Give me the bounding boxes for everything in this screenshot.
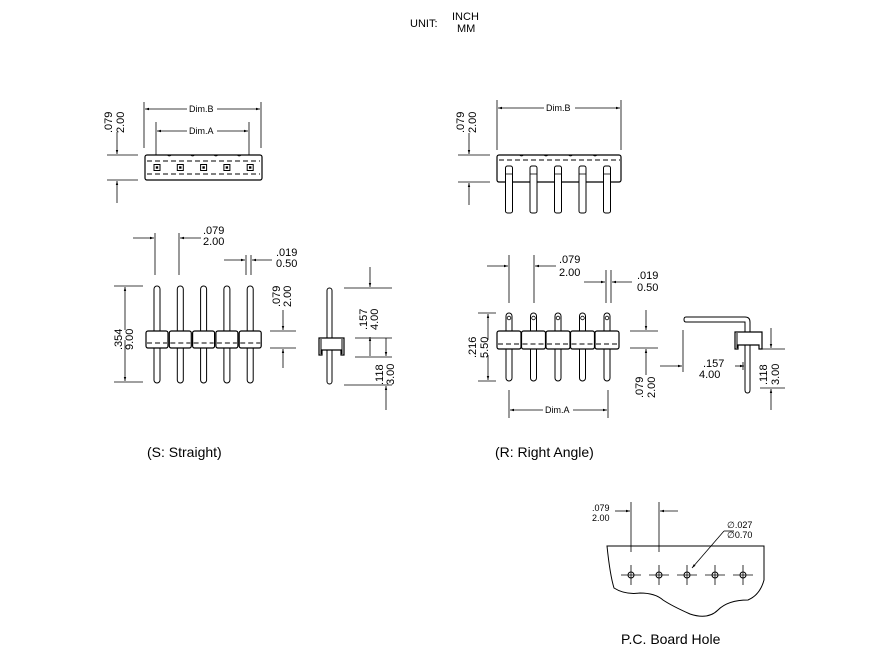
straight-top-view: Dim.B Dim.A .079 2.00 — [103, 102, 263, 203]
straight-body-height-in: .079 — [271, 286, 283, 307]
pcb-hole — [711, 571, 719, 579]
pin-square — [153, 164, 161, 171]
body-notch — [167, 154, 172, 157]
right-angle-top-height-mm: 2.00 — [467, 112, 479, 133]
right-angle-body-height-in: .079 — [634, 377, 646, 398]
right-angle-top-view: Dim.B .079 2.00 — [455, 100, 622, 214]
body-notch — [236, 154, 242, 157]
pcb-caption: P.C. Board Hole — [621, 631, 721, 647]
pin-square — [200, 164, 208, 171]
straight-top-height-mm: 2.00 — [115, 112, 127, 133]
pin-body — [520, 330, 547, 350]
straight-pin-width-mm: 0.50 — [276, 258, 297, 270]
right-angle-side-horizontal-in: .157 — [703, 358, 724, 370]
pin — [505, 165, 513, 214]
pin-tip — [506, 315, 512, 321]
pin-square — [176, 164, 184, 171]
straight-pitch-mm: 2.00 — [203, 236, 224, 248]
straight-pitch-in: .079 — [203, 225, 224, 237]
body-notch — [568, 154, 573, 157]
unit-legend: UNIT: INCH MM — [410, 11, 479, 35]
right-angle-front-view: .079 2.00 .019 0.50 .216 5.50 .079 2.00 … — [467, 254, 658, 418]
body-notch — [592, 154, 598, 157]
straight-length-in: .354 — [113, 329, 125, 350]
pin-square-center — [202, 166, 205, 169]
pcb-hole — [739, 571, 747, 579]
pcb-hole — [683, 571, 691, 579]
right-angle-body-height-mm: 2.00 — [646, 377, 658, 398]
pin-body — [215, 330, 239, 349]
pcb-pitch-mm: 2.00 — [592, 513, 610, 523]
right-angle-side-lower-mm: 3.00 — [770, 364, 782, 385]
pcb-pitch-in: .079 — [592, 503, 610, 513]
pin-square-center — [249, 166, 252, 169]
straight-dim-b-label: Dim.B — [189, 104, 214, 114]
pcb-hole-view: .079 2.00 ∅.027 ∅0.70 — [592, 502, 765, 617]
right-angle-pin-width-mm: 0.50 — [637, 282, 658, 294]
pcb-hole — [655, 571, 663, 579]
straight-side-lower-in: .118 — [374, 364, 386, 385]
body-notch — [213, 154, 219, 157]
body-notch — [190, 154, 195, 157]
straight-body-height-mm: 2.00 — [282, 286, 294, 307]
pin-square-center — [179, 166, 182, 169]
pin-body — [168, 330, 192, 349]
pin-body — [594, 330, 620, 350]
pin-tip — [555, 315, 561, 321]
right-angle-side-view: .157 4.00 .118 3.00 — [660, 316, 785, 410]
straight-pin-width-in: .019 — [276, 247, 297, 259]
pin-body — [192, 330, 216, 349]
straight-side-lower-mm: 3.00 — [385, 364, 397, 385]
right-angle-top-height-in: .079 — [455, 112, 467, 133]
unit-mm: MM — [457, 23, 475, 35]
right-angle-pitch-mm: 2.00 — [559, 267, 580, 279]
right-angle-side-lower-in: .118 — [758, 364, 770, 385]
pin-tip — [531, 315, 536, 321]
right-angle-dim-b-label: Dim.B — [546, 103, 571, 113]
straight-front-view: .079 2.00 .019 0.50 .354 9.00 .079 2.00 — [113, 225, 297, 384]
pcb-hole-in: ∅.027 — [727, 520, 752, 530]
pin-square-center — [225, 166, 229, 169]
pin-body — [238, 330, 262, 349]
straight-side-upper-mm: 4.00 — [369, 309, 381, 330]
pin-body — [145, 330, 169, 349]
body-notch — [519, 154, 524, 157]
pin-tip — [604, 315, 610, 321]
straight-caption: (S: Straight) — [147, 444, 222, 460]
pin-tip — [580, 315, 585, 321]
right-angle-caption: (R: Right Angle) — [495, 444, 594, 460]
straight-dim-a-label: Dim.A — [189, 126, 214, 136]
pin — [578, 165, 587, 214]
pin-square — [246, 164, 254, 171]
pin-square — [223, 164, 231, 171]
straight-side-view: .157 4.00 .118 3.00 — [318, 267, 397, 410]
pin-body — [545, 330, 571, 350]
pin — [529, 165, 538, 214]
unit-inch: INCH — [452, 11, 479, 23]
right-angle-pin-width-in: .019 — [637, 270, 658, 282]
right-angle-height-mm: 5.50 — [479, 337, 491, 358]
straight-length-mm: 9.00 — [124, 329, 136, 350]
unit-label: UNIT: — [410, 18, 438, 30]
straight-top-height-in: .079 — [103, 112, 115, 133]
pin — [603, 165, 611, 214]
body-notch — [543, 154, 549, 157]
pin-body — [496, 330, 522, 350]
right-angle-side-horizontal-mm: 4.00 — [699, 369, 720, 381]
pin-body — [569, 330, 596, 350]
straight-side-upper-in: .157 — [358, 309, 370, 330]
pin — [554, 165, 562, 214]
pin-square-center — [155, 166, 159, 169]
right-angle-pitch-in: .079 — [559, 254, 580, 266]
pcb-hole — [627, 571, 635, 579]
right-angle-height-in: .216 — [467, 337, 479, 358]
pcb-hole-mm: ∅0.70 — [727, 530, 752, 540]
right-angle-dim-a-label: Dim.A — [545, 405, 570, 415]
